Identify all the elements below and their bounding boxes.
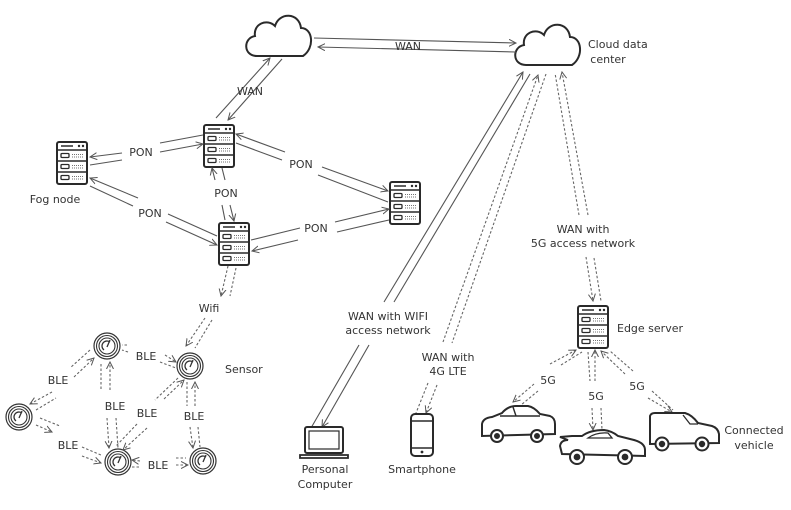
fog-node-server-icon: [56, 141, 88, 185]
label-5g: 5G: [540, 374, 556, 387]
label-pon-mid-right: PON: [304, 222, 328, 235]
label-wan-wifi-2: access network: [345, 324, 431, 337]
label-pon-fog-mid: PON: [138, 207, 162, 220]
van-car-icon: [649, 412, 720, 452]
fog-server-right-icon: [389, 181, 421, 225]
link-wan-5g: [554, 72, 602, 301]
link-wan-clouds: [313, 37, 516, 53]
label-ble: BLE: [137, 407, 158, 420]
cloud-data-center-icon: [514, 23, 582, 66]
label-smartphone: Smartphone: [388, 463, 456, 476]
laptop-icon: [299, 426, 349, 459]
sensor-icon: [93, 332, 121, 360]
link-wan-wifi: [310, 72, 531, 429]
label-cloud-data-center-2: center: [590, 53, 626, 66]
label-wan-5g-2: 5G access network: [531, 237, 636, 250]
label-wan-wifi-1: WAN with WIFI: [348, 310, 428, 323]
label-5g: 5G: [588, 390, 604, 403]
link-pon-top-right: [236, 134, 388, 203]
sports-car-icon: [558, 428, 646, 465]
label-ble: BLE: [58, 439, 79, 452]
sedan-car-icon: [481, 405, 556, 443]
link-pon-fog-mid: [90, 178, 217, 245]
label-fog-node: Fog node: [30, 193, 81, 206]
label-wan-4g-2: 4G LTE: [429, 365, 466, 378]
fog-server-top-icon: [203, 124, 235, 168]
link-pon-fog-top: [90, 134, 203, 166]
label-wan-5g-1: WAN with: [557, 223, 610, 236]
label-connected-vehicle-1: Connected: [724, 424, 783, 437]
label-pon-top-mid: PON: [214, 187, 238, 200]
smartphone-icon: [410, 413, 434, 457]
label-edge-server: Edge server: [617, 322, 683, 335]
label-ble: BLE: [48, 374, 69, 387]
label-ble: BLE: [105, 400, 126, 413]
label-pon-top-right: PON: [289, 158, 313, 171]
link-5g: [513, 350, 674, 430]
sensor-icon: [104, 448, 132, 476]
link-wan-4g: [415, 73, 547, 413]
label-ble: BLE: [184, 410, 205, 423]
link-pon-top-mid: [212, 168, 234, 221]
label-wan-clouds: WAN: [395, 40, 421, 53]
cloud-left-icon: [245, 14, 313, 57]
link-wifi-sensor: [186, 265, 237, 349]
label-wan-fog-cloud: WAN: [237, 85, 263, 98]
link-pon-mid-right: [250, 209, 389, 251]
sensor-icon: [176, 352, 204, 380]
label-ble: BLE: [136, 350, 157, 363]
label-personal-computer-2: Computer: [298, 478, 353, 491]
sensor-icon: [5, 403, 33, 431]
label-ble: BLE: [148, 459, 169, 472]
link-wan-fog-cloud: [215, 58, 283, 120]
label-sensor: Sensor: [225, 363, 263, 376]
label-5g: 5G: [629, 380, 645, 393]
label-pon-fog-top: PON: [129, 146, 153, 159]
fog-server-mid-icon: [218, 222, 250, 266]
label-wan-4g-1: WAN with: [422, 351, 475, 364]
label-cloud-data-center-1: Cloud data: [588, 38, 648, 51]
label-wifi: Wifi: [199, 302, 220, 315]
sensor-icon: [189, 447, 217, 475]
link-ble: [30, 344, 201, 467]
label-personal-computer-1: Personal: [302, 463, 349, 476]
label-connected-vehicle-2: vehicle: [734, 439, 773, 452]
edge-server-icon: [577, 305, 609, 349]
